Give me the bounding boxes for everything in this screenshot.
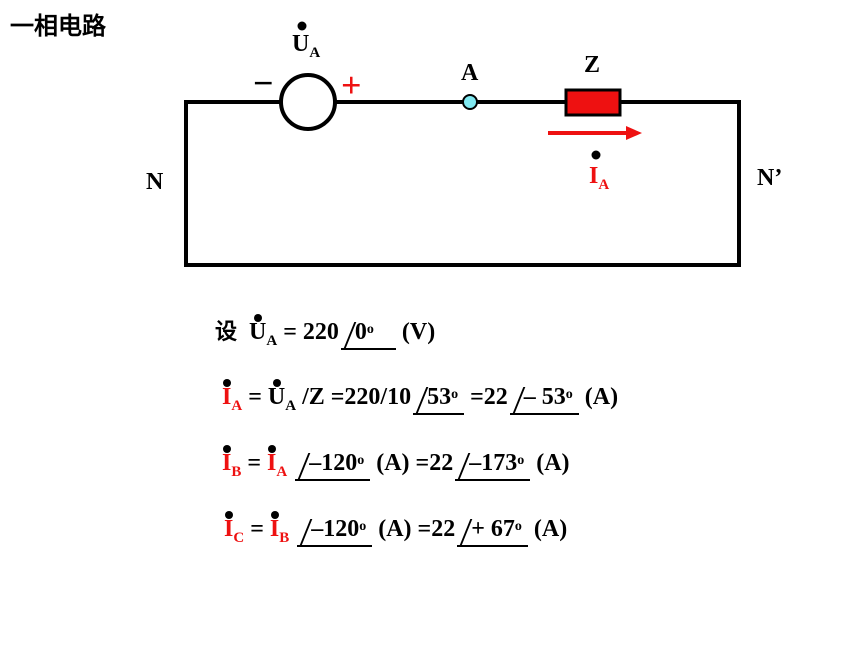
eq4-I: I (224, 516, 234, 542)
eq2-U-sub: A (285, 398, 297, 414)
source-phasor-dot (297, 21, 307, 31)
eq3-angle1-value: –120 (309, 450, 358, 476)
eq3-angle-1: –120o (295, 450, 371, 481)
eq3-mid: (A) =22 (376, 450, 454, 476)
eq4-unit: (A) (533, 516, 568, 542)
phasor-dot (270, 511, 279, 519)
neutral-prime-label: N’ (757, 165, 783, 191)
current-label: IA (589, 163, 610, 193)
page-title: 一相电路 (10, 12, 106, 40)
plus-sign: + (341, 65, 362, 105)
current-sub: A (598, 177, 610, 193)
minus-sign: − (253, 63, 274, 103)
eq2-current-phasor: I (222, 379, 232, 411)
node-a-label: A (461, 60, 479, 86)
eq4-equals: = (250, 516, 264, 542)
eq4-degree-2: o (514, 519, 522, 534)
eq2-angle1-value: 53 (427, 384, 452, 410)
eq2-unit: (A) (584, 384, 619, 410)
eq4-angle-2: + 67o (457, 517, 528, 547)
eq2-angle2-value: – 53 (523, 384, 566, 410)
eq1-prefix: 设 (215, 320, 238, 345)
circuit-diagram (184, 21, 741, 267)
eq3-current-phasor-2: I (267, 445, 277, 477)
eq4-mid: (A) =22 (378, 516, 456, 542)
eq3-I-sub: B (231, 464, 242, 480)
eq2-angle-2: – 53o (509, 384, 579, 415)
eq3-degree-1: o (357, 453, 365, 468)
voltage-source-icon (279, 73, 337, 131)
eq1-angle: 0o (340, 319, 396, 350)
eq1-U: U (249, 319, 267, 345)
neutral-label: N (146, 169, 164, 195)
eq2-mid2: =22 (470, 384, 508, 410)
eq4-current-phasor-2: I (269, 511, 280, 543)
eq2-voltage-phasor: U (267, 379, 286, 411)
phasor-dot (222, 379, 231, 387)
impedance-label: Z (584, 52, 601, 78)
eq4-I2-sub: B (279, 530, 290, 546)
eq4-I-sub: C (233, 530, 245, 546)
impedance-icon (564, 88, 622, 117)
phasor-dot (224, 511, 233, 519)
eq4-angle1-value: –120 (311, 516, 360, 542)
eq1-unit: (V) (401, 319, 436, 345)
eq3-I2: I (267, 450, 277, 476)
eq3-degree-2: o (517, 453, 525, 468)
eq4-I2: I (269, 516, 280, 542)
equation-4: IC = IB –120o (A) =22+ 67o (A) (224, 511, 568, 547)
current-phasor-dot (591, 150, 601, 160)
phasor-dot (222, 445, 231, 453)
eq3-current-phasor: I (222, 445, 232, 477)
current-arrow-head-icon (626, 126, 642, 140)
eq2-I: I (222, 384, 232, 410)
eq1-U-sub: A (266, 333, 278, 349)
eq3-unit: (A) (536, 450, 570, 476)
current-symbol: I (589, 163, 599, 189)
eq1-degree: o (366, 322, 374, 337)
equation-3: IB = IA –120o (A) =22–173o (A) (222, 445, 570, 481)
source-voltage-symbol: U (292, 31, 310, 57)
eq1-voltage-phasor: U (249, 314, 267, 346)
eq3-equals: = (247, 450, 262, 476)
circuit-loop (184, 100, 741, 267)
eq2-mid: /Z =220/10 (302, 384, 412, 410)
phasor-dot (267, 445, 276, 453)
eq2-I-sub: A (231, 398, 243, 414)
eq3-angle-2: –173o (455, 450, 531, 481)
eq4-current-phasor: I (224, 511, 234, 543)
eq1-value: = 220 (283, 319, 339, 345)
eq2-degree-1: o (451, 387, 459, 402)
eq2-equals: = (248, 384, 262, 410)
eq2-U: U (267, 384, 286, 410)
eq2-degree-2: o (565, 387, 573, 402)
eq4-degree-1: o (359, 519, 367, 534)
source-voltage-sub: A (309, 45, 321, 61)
eq3-angle2-value: –173 (469, 450, 518, 476)
eq4-angle2-value: + 67 (471, 516, 515, 542)
node-a-icon (462, 94, 478, 110)
eq1-angle-value: 0 (354, 319, 367, 345)
phasor-dot (253, 314, 262, 322)
phasor-dot (272, 379, 281, 387)
eq3-I: I (222, 450, 232, 476)
eq3-I2-sub: A (276, 464, 288, 480)
eq2-angle-1: 53o (413, 384, 465, 415)
eq4-angle-1: –120o (297, 516, 373, 547)
source-voltage-label: UA (292, 31, 321, 61)
